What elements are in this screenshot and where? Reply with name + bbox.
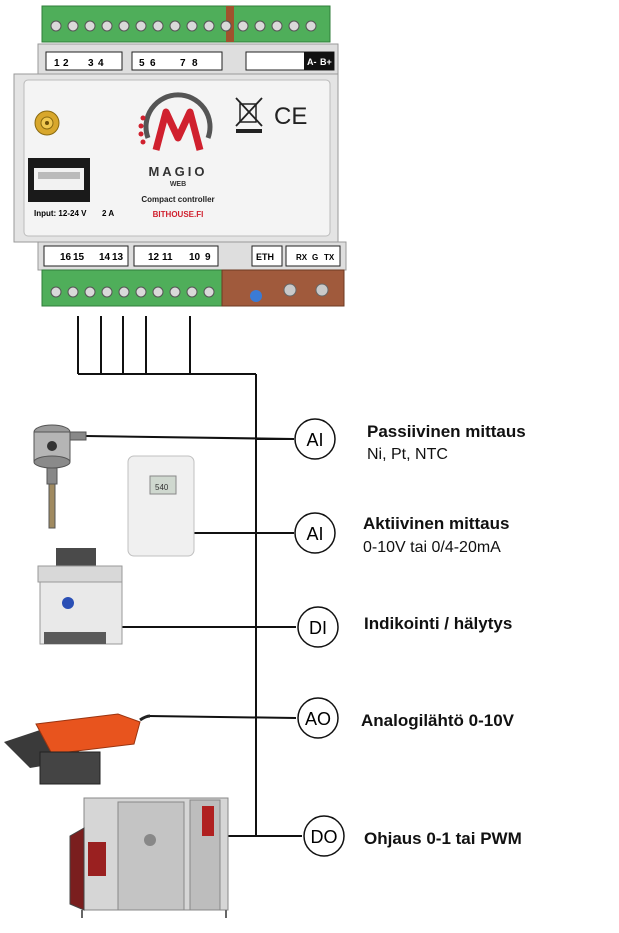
terminal-screw-icon (67, 20, 79, 32)
air-handling-unit-icon (69, 797, 229, 918)
bottom-terminal-label-16: 16 (60, 252, 72, 263)
top-terminal-label-3: 3 (88, 58, 94, 69)
terminal-screw-icon (84, 20, 96, 32)
magio-controller: 1 2 3 4 5 6 7 8 A- B+ Input: 12-24 V 2 A (13, 5, 347, 307)
bottom-terminal-label-10: 10 (189, 252, 201, 263)
bottom-terminal-label-14: 14 (99, 252, 111, 263)
bottom-terminal-label-13: 13 (112, 252, 124, 263)
passive-measurement-title: Passiivinen mittaus (367, 422, 526, 441)
terminal-screw-icon (203, 286, 215, 298)
terminal-screw-icon (67, 286, 79, 298)
top-terminal-label-2: 2 (63, 58, 69, 69)
ce-mark: CE (274, 103, 307, 130)
terminal-screw-icon (135, 20, 147, 32)
terminal-screw-icon (237, 20, 249, 32)
terminal-screw-icon (101, 286, 113, 298)
top-terminal-label-1: 1 (54, 58, 60, 69)
analog-output-title: Analogilähtö 0-10V (361, 711, 515, 730)
bottom-terminal-label-11: 11 (162, 252, 173, 263)
damper-actuator-icon (4, 713, 151, 785)
brand-sub: WEB (170, 181, 186, 188)
tag-ai-active: AI (294, 512, 336, 554)
terminal-screw-icon (118, 286, 130, 298)
brand-name: MAGIO (148, 164, 207, 179)
tag-ai-passive-label: AI (306, 430, 323, 450)
terminal-screw-icon (288, 20, 300, 32)
top-terminal-screws (50, 20, 317, 32)
terminal-screw-icon (152, 20, 164, 32)
top-terminal-label-4: 4 (98, 58, 104, 69)
tag-di-label: DI (309, 618, 327, 638)
tag-ao-label: AO (305, 709, 331, 729)
terminal-screw-icon (254, 20, 266, 32)
top-terminal-label-a: A- (307, 57, 317, 67)
wiring (77, 316, 302, 837)
terminal-screw-icon (50, 286, 62, 298)
bottom-terminal-label-12: 12 (148, 252, 160, 263)
terminal-screw-icon (84, 286, 96, 298)
weee-bin-icon (235, 97, 263, 133)
eth-label: ETH (256, 252, 274, 262)
terminal-screw-icon (118, 20, 130, 32)
io-module-icon (37, 548, 123, 645)
terminal-screw-icon (203, 20, 215, 32)
room-sensor-icon: 540 (127, 455, 195, 557)
terminal-screw-icon (271, 20, 283, 32)
magio-logo-icon (138, 92, 213, 151)
tag-di: DI (297, 606, 339, 648)
indication-alarm-title: Indikointi / hälytys (364, 614, 513, 633)
control-output-title: Ohjaus 0-1 tai PWM (364, 829, 522, 848)
terminal-screw-icon (169, 286, 181, 298)
active-measurement-subtitle: 0-10V tai 0/4-20mA (363, 539, 501, 556)
terminal-screw-icon (152, 286, 164, 298)
bottom-terminal-label-9: 9 (205, 252, 211, 263)
usb-port-icon (28, 158, 90, 202)
tag-do-label: DO (311, 827, 338, 847)
terminal-screw-icon (101, 20, 113, 32)
top-terminal-label-8: 8 (192, 58, 198, 69)
input-label: Input: 12-24 V (34, 209, 87, 218)
terminal-screw-icon (220, 20, 232, 32)
terminal-screw-icon (186, 20, 198, 32)
terminal-screw-icon (50, 20, 62, 32)
website-label: BITHOUSE.FI (153, 210, 204, 219)
top-terminal-label-5: 5 (139, 58, 145, 69)
input-current-label: 2 A (102, 209, 114, 218)
tag-ai-passive: AI (294, 418, 336, 460)
terminal-screw-icon (135, 286, 147, 298)
controller-subtitle: Compact controller (141, 195, 214, 204)
terminal-screw-icon (169, 20, 181, 32)
tag-ai-active-label: AI (306, 524, 323, 544)
terminal-screw-icon (305, 20, 317, 32)
top-terminal-label-6: 6 (150, 58, 156, 69)
serial-label-tx: TX (324, 253, 335, 262)
passive-measurement-subtitle: Ni, Pt, NTC (367, 446, 448, 463)
top-terminal-label-7: 7 (180, 58, 186, 69)
serial-label-g: G (312, 253, 318, 262)
antenna-connector-icon (34, 110, 60, 136)
bottom-terminal-screws (50, 286, 215, 298)
serial-label-rx: RX (296, 253, 308, 262)
temperature-probe-icon (33, 424, 87, 529)
bottom-terminal-label-15: 15 (73, 252, 85, 263)
sensor-display-value: 540 (155, 483, 169, 492)
tag-ao: AO (297, 697, 339, 739)
tag-do: DO (303, 815, 345, 857)
active-measurement-title: Aktiivinen mittaus (363, 514, 510, 533)
top-terminal-label-b: B+ (320, 57, 332, 67)
terminal-screw-icon (186, 286, 198, 298)
